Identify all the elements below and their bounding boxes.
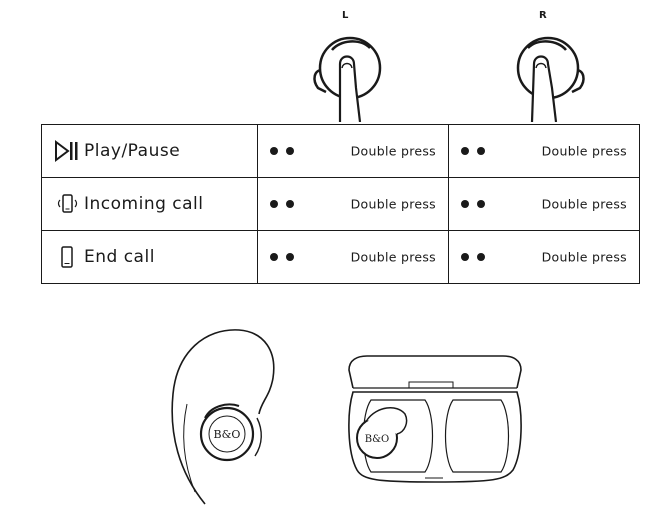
play-pause-icon: [55, 140, 78, 162]
left-gesture-cell: Double press: [257, 124, 449, 178]
right-earbud-finger-illustration: [516, 36, 585, 122]
right-ear-label: R: [539, 10, 547, 21]
function-label: Incoming call: [84, 194, 204, 214]
incoming-call-phone-icon: [57, 194, 78, 213]
function-label: Play/Pause: [84, 141, 181, 161]
right-gesture-cell: Double press: [448, 177, 640, 231]
gesture-label: Double press: [541, 249, 627, 265]
gesture-label: Double press: [350, 196, 436, 212]
left-gesture-cell: Double press: [257, 230, 449, 284]
double-tap-dots: [461, 253, 485, 261]
left-gesture-cell: Double press: [257, 177, 449, 231]
double-tap-dots: [270, 200, 294, 208]
table-row: Incoming call Double press Double press: [41, 177, 640, 231]
bo-logo: B&O: [365, 434, 389, 445]
table-row: Play/Pause Double press Double press: [41, 124, 640, 178]
end-call-phone-icon: [61, 246, 73, 268]
double-tap-dots: [461, 200, 485, 208]
charging-case-illustration: B&O: [348, 355, 522, 483]
bo-logo: B&O: [214, 428, 241, 441]
right-gesture-cell: Double press: [448, 124, 640, 178]
function-label: End call: [84, 247, 155, 267]
double-tap-dots: [270, 147, 294, 155]
double-tap-dots: [270, 253, 294, 261]
gesture-label: Double press: [350, 143, 436, 159]
gesture-table: Play/Pause Double press Double press Inc…: [41, 124, 640, 284]
gesture-label: Double press: [541, 196, 627, 212]
earbud-in-ear-illustration: B&O: [171, 329, 275, 505]
left-ear-label: L: [342, 10, 349, 21]
table-row: End call Double press Double press: [41, 230, 640, 284]
left-earbud-finger-illustration: [313, 36, 382, 122]
right-gesture-cell: Double press: [448, 230, 640, 284]
gesture-label: Double press: [350, 249, 436, 265]
double-tap-dots: [461, 147, 485, 155]
gesture-label: Double press: [541, 143, 627, 159]
